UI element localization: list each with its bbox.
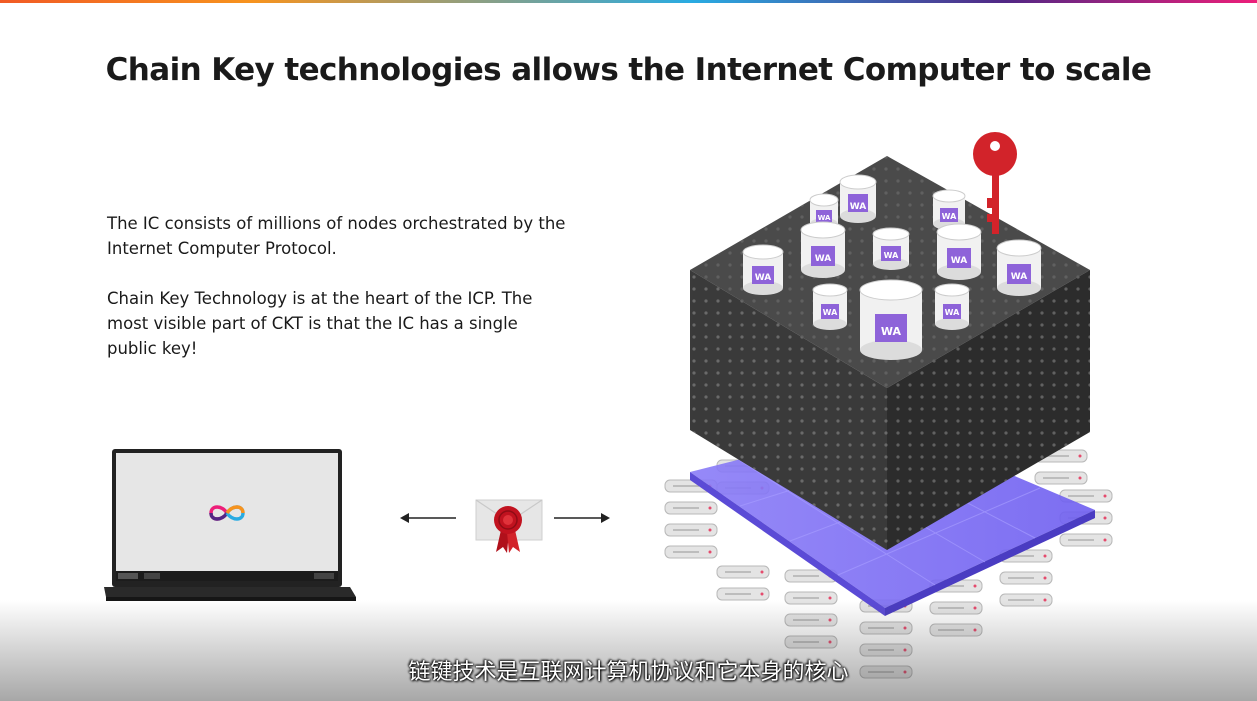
slide-title: Chain Key technologies allows the Intern… bbox=[105, 52, 1152, 88]
canister: WA bbox=[996, 239, 1042, 296]
svg-text:WA: WA bbox=[951, 256, 968, 266]
top-accent-bar bbox=[0, 0, 1257, 3]
laptop-icon bbox=[104, 449, 356, 601]
svg-text:WA: WA bbox=[755, 273, 772, 283]
infinity-logo-icon bbox=[209, 505, 245, 521]
svg-text:WA: WA bbox=[1011, 272, 1028, 282]
canister: WA bbox=[932, 189, 966, 230]
canister: WA bbox=[812, 283, 848, 330]
svg-text:WA: WA bbox=[942, 212, 957, 221]
video-subtitle: 链键技术是互联网计算机协议和它本身的核心 bbox=[408, 660, 849, 685]
svg-text:WA: WA bbox=[850, 202, 867, 212]
svg-text:WA: WA bbox=[815, 254, 832, 264]
paragraph-ckt: Chain Key Technology is at the heart of … bbox=[107, 289, 533, 358]
canister: WA bbox=[742, 244, 784, 295]
svg-text:WA: WA bbox=[881, 325, 902, 338]
paragraph-nodes: The IC consists of millions of nodes orc… bbox=[107, 214, 566, 258]
svg-text:WA: WA bbox=[945, 308, 960, 317]
canister: WA bbox=[936, 223, 982, 280]
arrow-left-icon bbox=[400, 513, 456, 523]
key-icon bbox=[973, 132, 1017, 234]
arrow-right-icon bbox=[554, 513, 610, 523]
canister: WA bbox=[839, 174, 877, 223]
canister-group: WA WA WA WA WA WA bbox=[742, 174, 1042, 360]
sealed-envelope-icon bbox=[475, 499, 543, 553]
canister: WA bbox=[934, 283, 970, 330]
svg-text:WA: WA bbox=[823, 308, 838, 317]
canister: WA bbox=[800, 221, 846, 278]
svg-text:WA: WA bbox=[884, 251, 899, 260]
svg-text:WA: WA bbox=[818, 214, 831, 222]
canister-large: WA bbox=[859, 279, 923, 360]
node-cube-icon: WA WA WA WA WA WA bbox=[664, 132, 1113, 679]
canister: WA bbox=[872, 227, 910, 270]
